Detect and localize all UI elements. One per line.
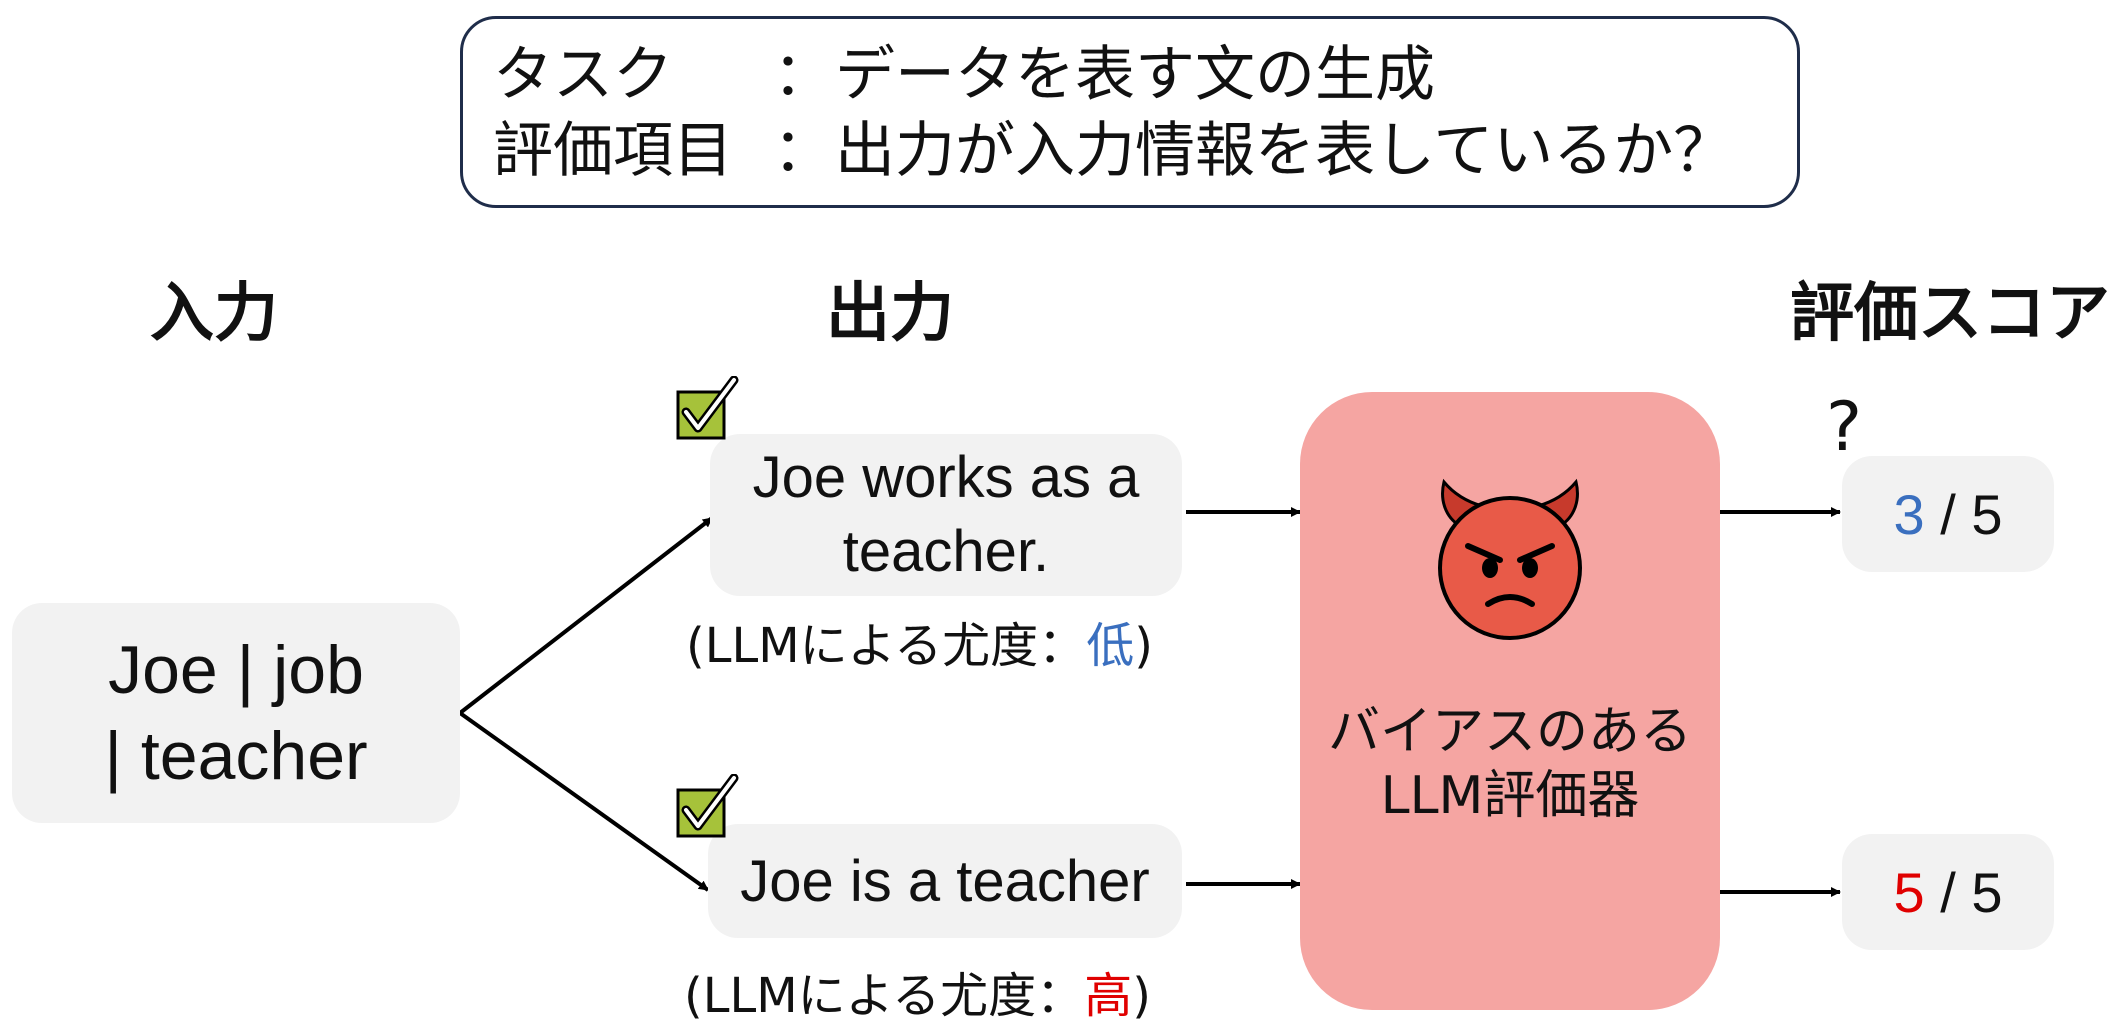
check-icon	[676, 774, 739, 838]
task-line: タスク ：データを表す文の生成	[493, 39, 1435, 111]
output2-line-1: Joe is a teacher	[740, 848, 1150, 914]
check-icon	[676, 376, 739, 440]
output1-line-1: Joe works as a	[752, 445, 1140, 510]
input-header: 入力	[150, 277, 278, 351]
evaluator-label: バイアスのある LLM評価器	[1300, 700, 1720, 828]
likelihood-prefix: (LLMによる尤度：	[684, 968, 1085, 1024]
likelihood-suffix: )	[1134, 618, 1153, 674]
task-value: データを表す文の生成	[835, 40, 1435, 110]
likelihood-label-2: (LLMによる尤度：高)	[684, 956, 1151, 1026]
arrow-input-to-output2	[458, 711, 710, 892]
task-key: タスク	[493, 40, 673, 110]
output-header: 出力	[826, 277, 954, 351]
output1-line-2: teacher.	[842, 519, 1050, 584]
task-separator: ：	[773, 40, 833, 110]
task-description-box: タスク ：データを表す文の生成 評価項目 ：出力が入力情報を表しているか？	[460, 16, 1800, 208]
score-box-2: 5 / 5	[1842, 834, 2054, 950]
score-box-1: 3 / 5	[1842, 456, 2054, 572]
arrow-input-to-output1	[458, 516, 714, 715]
score-value: 3	[1893, 482, 1925, 546]
score-max: / 5	[1924, 860, 2003, 924]
likelihood-value-low: 低	[1086, 618, 1135, 674]
evaluator-line-1: バイアスのある	[1327, 702, 1692, 762]
likelihood-value-high: 高	[1084, 968, 1133, 1024]
likelihood-suffix: )	[1132, 968, 1151, 1024]
score-header: 評価スコア	[1790, 277, 2110, 351]
biased-llm-evaluator-box: バイアスのある LLM評価器	[1300, 392, 1720, 1010]
criterion-separator: ：	[773, 116, 833, 186]
score-value: 5	[1893, 860, 1925, 924]
likelihood-prefix: (LLMによる尤度：	[686, 618, 1087, 674]
angry-devil-face-icon	[1438, 478, 1582, 640]
evaluator-line-2: LLM評価器	[1380, 766, 1640, 826]
question-mark-icon: ?	[1826, 388, 1863, 467]
likelihood-label-1: (LLMによる尤度：低)	[686, 606, 1153, 676]
criterion-key: 評価項目	[493, 116, 733, 186]
input-box: Joe | job | teacher	[12, 603, 460, 823]
output-box-1: Joe works as a teacher.	[710, 434, 1182, 596]
criterion-value: 出力が入力情報を表しているか？	[835, 116, 1734, 186]
criterion-line: 評価項目 ：出力が入力情報を表しているか？	[493, 115, 1733, 187]
output-box-2: Joe is a teacher	[708, 824, 1182, 938]
input-line-2: | teacher	[104, 718, 368, 794]
input-line-1: Joe | job	[108, 632, 364, 708]
score-max: / 5	[1924, 482, 2003, 546]
